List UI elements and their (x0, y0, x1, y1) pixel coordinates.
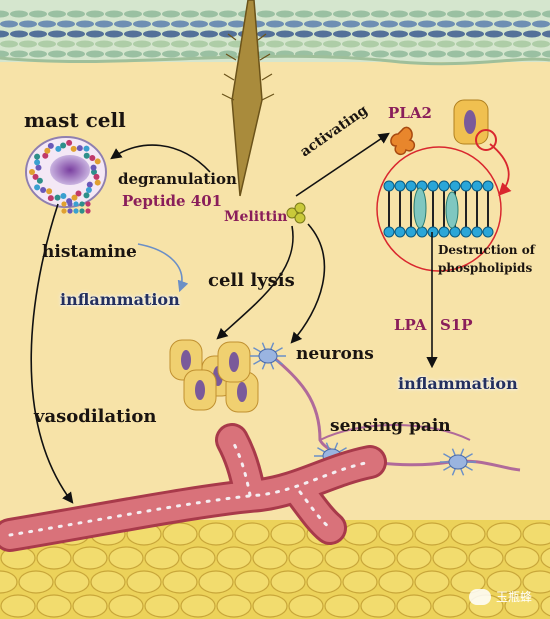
label-s1p: S1P (440, 316, 473, 334)
zoom-arrow-red (489, 143, 512, 196)
label-mast-cell: mast cell (24, 108, 126, 132)
wechat-icon (468, 588, 491, 605)
pathway-arrows (30, 132, 438, 504)
label-melittin: Melittin (224, 209, 288, 225)
histamine-arrow (137, 243, 189, 293)
lysed-cells (169, 339, 259, 413)
membrane-zoom (376, 146, 502, 272)
label-neurons: neurons (296, 344, 374, 364)
label-peptide-401: Peptide 401 (122, 192, 223, 210)
label-inflammation-right: inflammation (398, 374, 518, 393)
neuron-network (250, 342, 521, 476)
mast-cell-illustration (25, 136, 107, 214)
label-lpa: LPA (394, 316, 427, 334)
label-cell-lysis: cell lysis (208, 270, 295, 291)
label-inflammation-left: inflammation (60, 290, 180, 309)
bee-stinger (231, 0, 263, 197)
label-histamine: histamine (42, 242, 137, 262)
label-pla2: PLA2 (388, 104, 432, 122)
stinger-barbs (221, 33, 275, 101)
melittin-molecules (286, 202, 306, 224)
label-phospholipids: phospholipids (438, 261, 533, 275)
label-sensing-pain: sensing pain (330, 416, 451, 436)
label-degranulation: degranulation (118, 170, 237, 188)
watermark-text: 玉瓶蜂 (495, 590, 532, 604)
target-cell-top-right (453, 99, 497, 151)
blood-vessel (0, 423, 387, 552)
pla2-enzyme (390, 126, 416, 156)
watermark: 玉瓶蜂 (468, 588, 532, 605)
fat-cells (0, 522, 550, 618)
skin-surface-edge (0, 54, 550, 66)
epidermis-cells (0, 10, 550, 58)
label-vasodilation: vasodilation (34, 406, 157, 427)
label-destruction-of: Destruction of (438, 243, 535, 257)
